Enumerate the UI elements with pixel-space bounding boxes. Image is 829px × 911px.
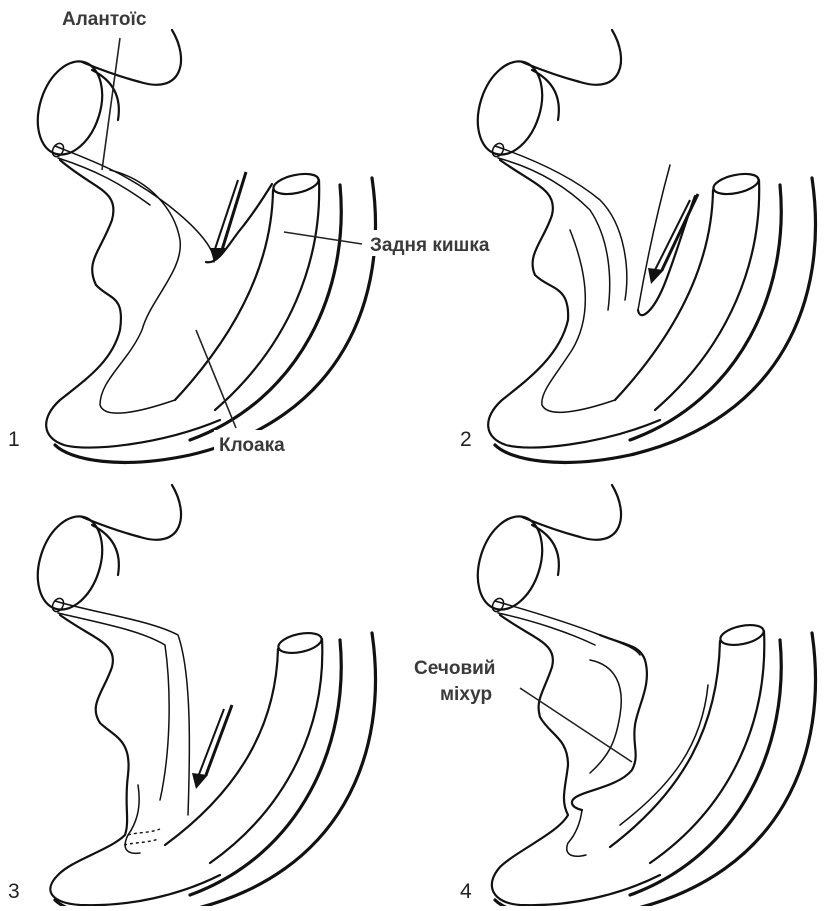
hindgut-opening <box>277 630 324 657</box>
cloacal-membrane <box>124 829 160 845</box>
allantois-opening <box>50 141 66 158</box>
labels: Алантоїс Задня кишка Клоака Сечовий міху… <box>62 9 515 708</box>
outer-wall-left <box>46 160 220 448</box>
panel-number-3: 3 <box>8 880 20 903</box>
body-wall-outline <box>82 485 181 540</box>
bladder-outline <box>572 635 647 810</box>
growth-direction-arrow-icon <box>210 172 246 262</box>
yolk-stalk-wall <box>532 525 559 575</box>
outer-body-wall-inner <box>190 640 341 895</box>
urachus-duct <box>495 601 640 655</box>
panel-number-2: 2 <box>460 428 472 451</box>
allantois-opening <box>50 596 66 613</box>
hindgut-leader <box>284 232 362 244</box>
hindgut-opening <box>712 170 761 197</box>
panel-number-4: 4 <box>460 880 472 903</box>
outer-wall-left <box>50 615 220 905</box>
body-wall-outline <box>522 485 621 540</box>
hindgut-opening <box>719 622 766 649</box>
urachus-duct-inner <box>498 613 595 645</box>
allantois-duct-inner <box>58 158 150 205</box>
body-wall-outline <box>522 30 621 85</box>
panel-4 <box>467 485 816 906</box>
allantois-duct-inner <box>58 613 169 800</box>
cloaca-inner-outline <box>542 230 615 412</box>
body-wall-outline <box>82 30 181 85</box>
allantois-duct <box>55 146 214 262</box>
outer-body-wall-outer <box>55 178 376 462</box>
bladder-leader <box>520 688 632 762</box>
hindgut-wall-left <box>615 190 713 400</box>
yolk-stalk-wall <box>532 70 559 120</box>
outer-wall-left <box>488 160 660 448</box>
cloaca-leader <box>196 330 236 428</box>
hindgut-wall-right <box>210 639 322 863</box>
hindgut-wall-right <box>655 180 759 410</box>
panel-3 <box>27 485 376 906</box>
hindgut-label: Задня кишка <box>370 235 490 256</box>
panel-1 <box>27 30 376 462</box>
panel-numbers: 1 2 3 4 <box>8 428 472 903</box>
allantois-leader <box>102 38 120 170</box>
allantois-label: Алантоїс <box>62 9 147 30</box>
bladder-label-line2: міхур <box>440 684 492 705</box>
outer-body-wall-inner <box>190 185 341 440</box>
urogenital-sinus <box>567 810 586 856</box>
allantois-opening <box>490 596 506 613</box>
outer-body-wall-outer <box>495 633 816 906</box>
growth-direction-arrow-icon <box>648 194 698 284</box>
growth-direction-arrow-icon <box>192 705 232 789</box>
urorectal-septum-line <box>638 165 670 310</box>
bladder-inner-outline <box>590 660 621 773</box>
rectum-inner-line <box>620 685 708 825</box>
hindgut-wall-right <box>650 631 764 863</box>
hindgut-opening <box>272 170 321 197</box>
hindgut-wall-right <box>215 180 319 410</box>
allantois-opening <box>490 141 506 158</box>
outer-body-wall-inner <box>630 640 781 895</box>
yolk-stalk-wall <box>92 525 119 575</box>
outer-body-wall-inner <box>630 185 781 440</box>
panel-2 <box>467 30 816 462</box>
cloaca-label: Клоака <box>219 435 285 456</box>
panel-number-1: 1 <box>8 428 20 451</box>
bladder-label-line1: Сечовий <box>414 658 496 679</box>
outer-body-wall-outer <box>55 633 376 906</box>
outer-body-wall-outer <box>495 178 816 462</box>
